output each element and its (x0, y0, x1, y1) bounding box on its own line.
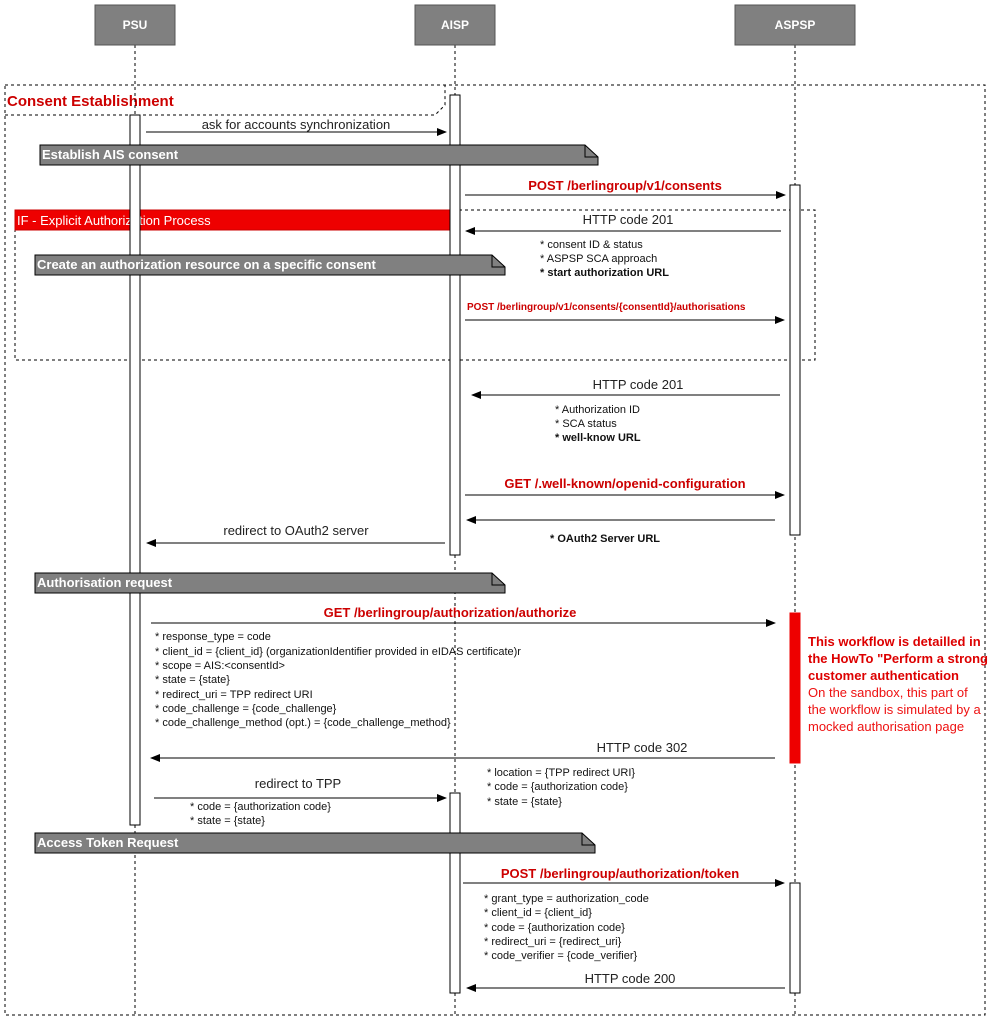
aspsp-activation-1 (789, 184, 801, 536)
detail-line: * code_verifier = {code_verifier} (484, 950, 637, 962)
detail-line: * response_type = code (155, 631, 271, 643)
aisp-actor: AISP (414, 4, 496, 46)
section-token-request: Access Token Request (34, 832, 596, 854)
section-create-auth-label: Create an authorization resource on a sp… (37, 257, 376, 272)
detail-line: * client_id = {client_id} (484, 907, 592, 919)
detail-line: * start authorization URL (540, 267, 669, 279)
section-auth-request: Authorisation request (34, 572, 506, 594)
aisp-label: AISP (441, 18, 469, 32)
msg-redirect-tpp: redirect to TPP * code = {authorization … (154, 776, 447, 827)
msg-post-consents: POST /berlingroup/v1/consents (465, 178, 786, 199)
detail-line: * redirect_uri = {redirect_uri} (484, 936, 622, 948)
detail-line: * Authorization ID (555, 404, 640, 416)
aspsp-actor: ASPSP (734, 4, 856, 46)
detail-line: * state = {state} (487, 796, 562, 808)
msg-post-token: POST /berlingroup/authorization/token * … (463, 866, 785, 962)
detail-line: * code = {authorization code} (190, 801, 331, 813)
msg-http-201-a-label: HTTP code 201 (583, 212, 674, 227)
msg-http-200: HTTP code 200 (466, 971, 785, 992)
msg-post-authorisations: POST /berlingroup/v1/consents/{consentId… (465, 302, 785, 324)
msg-get-authorize: GET /berlingroup/authorization/authorize… (151, 605, 776, 729)
aisp-activation-1 (449, 94, 461, 556)
msg-http-201-b: HTTP code 201 * Authorization ID * SCA s… (471, 377, 780, 444)
msg-http-302: HTTP code 302 * location = {TPP redirect… (150, 740, 775, 808)
frame-title: Consent Establishment (7, 93, 174, 110)
detail-line: * scope = AIS:<consentId> (155, 660, 285, 672)
msg-ask-sync-label: ask for accounts synchronization (202, 117, 391, 132)
detail-line: * redirect_uri = TPP redirect URI (155, 689, 313, 701)
psu-actor: PSU (94, 4, 176, 46)
if-label: IF - Explicit Authorization Process (17, 213, 211, 228)
psu-activation (129, 114, 141, 826)
msg-http-302-label: HTTP code 302 (597, 740, 688, 755)
section-token-request-label: Access Token Request (37, 835, 179, 850)
detail-line: * state = {state} (190, 815, 265, 827)
msg-redirect-oauth: redirect to OAuth2 server (146, 523, 445, 547)
aspsp-activation-3 (789, 882, 801, 994)
sca-note-bold: This workflow is detailled in the HowTo … (808, 634, 988, 683)
msg-post-authorisations-label: POST /berlingroup/v1/consents/{consentId… (467, 302, 746, 313)
sca-note: This workflow is detailled in the HowTo … (808, 633, 988, 735)
detail-line: * well-know URL (555, 432, 641, 444)
aspsp-activation-2 (789, 612, 801, 764)
detail-line: * code_challenge = {code_challenge} (155, 703, 337, 715)
section-establish-label: Establish AIS consent (42, 147, 179, 162)
detail-line: * state = {state} (155, 674, 230, 686)
section-auth-request-label: Authorisation request (37, 575, 173, 590)
detail-line: * client_id = {client_id} (organizationI… (155, 646, 521, 658)
msg-openid-return-detail: * OAuth2 Server URL (550, 533, 660, 545)
aspsp-label: ASPSP (775, 18, 816, 32)
detail-line: * code = {authorization code} (484, 922, 625, 934)
msg-get-openid-label: GET /.well-known/openid-configuration (504, 476, 745, 491)
detail-line: * consent ID & status (540, 239, 643, 251)
detail-line: * code_challenge_method (opt.) = {code_c… (155, 717, 451, 729)
detail-line: * SCA status (555, 418, 617, 430)
msg-http-201-a: HTTP code 201 * consent ID & status * AS… (465, 212, 781, 279)
if-frame-border (14, 209, 816, 361)
section-establish: Establish AIS consent (39, 144, 599, 166)
msg-openid-return: * OAuth2 Server URL (466, 516, 775, 545)
sca-note-plain: On the sandbox, this part of the workflo… (808, 685, 981, 734)
msg-ask-sync: ask for accounts synchronization (146, 117, 447, 136)
aisp-activation-2 (449, 792, 461, 994)
msg-post-token-label: POST /berlingroup/authorization/token (501, 866, 739, 881)
msg-get-openid: GET /.well-known/openid-configuration (465, 476, 785, 499)
section-create-auth: Create an authorization resource on a sp… (34, 254, 506, 276)
msg-redirect-oauth-label: redirect to OAuth2 server (223, 523, 369, 538)
msg-post-consents-label: POST /berlingroup/v1/consents (528, 178, 722, 193)
detail-line: * ASPSP SCA approach (540, 253, 657, 265)
psu-label: PSU (123, 18, 148, 32)
detail-line: * code = {authorization code} (487, 781, 628, 793)
frame-border (4, 84, 986, 1016)
msg-http-201-b-label: HTTP code 201 (593, 377, 684, 392)
detail-line: * location = {TPP redirect URI} (487, 767, 635, 779)
msg-http-200-label: HTTP code 200 (585, 971, 676, 986)
msg-get-authorize-label: GET /berlingroup/authorization/authorize (324, 605, 577, 620)
detail-line: * grant_type = authorization_code (484, 893, 649, 905)
msg-redirect-tpp-label: redirect to TPP (255, 776, 341, 791)
